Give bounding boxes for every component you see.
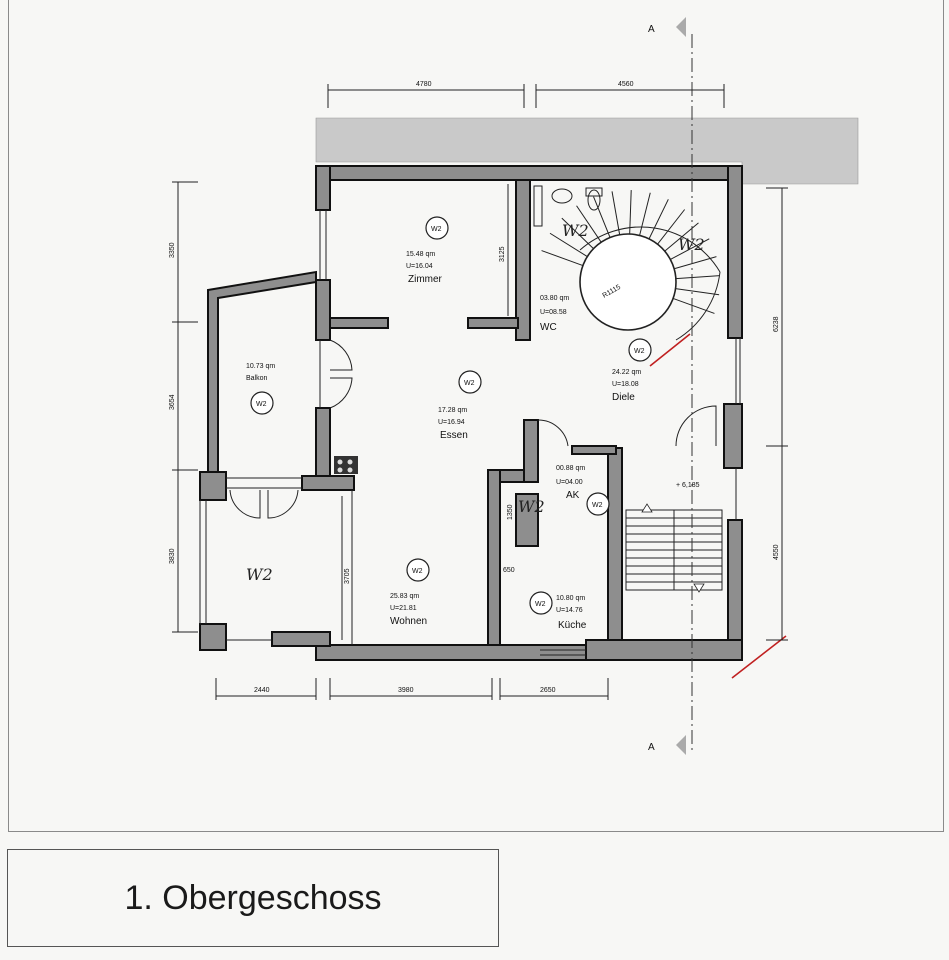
svg-text:U=04.00: U=04.00 (556, 479, 583, 486)
svg-text:W2: W2 (464, 380, 475, 387)
dim-right-2: 4550 (773, 544, 780, 560)
dim-bottom-1: 2440 (254, 687, 270, 694)
section-arrow-top (676, 17, 686, 37)
dim-top-2: 4560 (618, 81, 634, 88)
room-balkon: 10.73 qm Balkon W2 (246, 363, 275, 415)
room-diele: W2 24.22 qm U=18.08 Diele (612, 338, 652, 403)
title-box: 1. Obergeschoss (7, 849, 499, 947)
svg-text:W2: W2 (246, 565, 273, 584)
stair-tread (561, 217, 594, 250)
dimension-lines (172, 84, 788, 700)
stair-tread (674, 256, 717, 270)
stair-arrow-up (641, 503, 653, 513)
level-marker: + 6,185 (676, 482, 700, 489)
svg-text:Essen: Essen (440, 430, 468, 441)
svg-text:U=16.04: U=16.04 (406, 263, 433, 270)
room-essen: W2 17.28 qm U=16.94 Essen (438, 370, 482, 441)
svg-text:W2: W2 (535, 601, 546, 608)
stair-tread (549, 232, 588, 257)
svg-text:W2: W2 (431, 226, 442, 233)
room-zimmer: W2 15.48 qm U=16.04 Zimmer (406, 216, 449, 285)
stove (334, 456, 358, 474)
svg-text:AK: AK (566, 490, 580, 501)
window-lines (199, 210, 741, 656)
svg-text:Diele: Diele (612, 392, 635, 403)
plan-frame (8, 0, 944, 832)
stair-tread (576, 205, 602, 243)
dim-inner-1: 3125 (499, 246, 506, 262)
svg-text:Zimmer: Zimmer (408, 274, 443, 285)
svg-text:15.48 qm: 15.48 qm (406, 251, 435, 258)
stair-tread (675, 288, 720, 296)
svg-text:10.80 qm: 10.80 qm (556, 595, 585, 602)
svg-text:W2: W2 (634, 348, 645, 355)
handwritten-notes: W2 W2 W2 W2 (246, 221, 705, 584)
svg-text:W2: W2 (592, 502, 603, 509)
stair-tread (629, 190, 632, 235)
room-wohnen: W2 25.83 qm U=21.81 Wohnen (390, 558, 430, 627)
svg-text:W2: W2 (518, 497, 545, 516)
stair-arrow-down (693, 583, 705, 593)
stair-tread (670, 238, 710, 260)
dim-right-1: 6238 (773, 316, 780, 332)
dim-inner-4: 650 (503, 567, 515, 574)
red-mark (649, 333, 691, 367)
dim-bottom-2: 3980 (398, 687, 414, 694)
svg-text:U=08.58: U=08.58 (540, 309, 567, 316)
stair-tread (657, 209, 686, 245)
svg-text:W2: W2 (412, 568, 423, 575)
svg-text:03.80 qm: 03.80 qm (540, 295, 569, 302)
svg-text:U=16.94: U=16.94 (438, 419, 465, 426)
room-wc: 03.80 qm U=08.58 WC (540, 295, 569, 333)
stair-tread (664, 222, 699, 252)
red-mark (731, 635, 787, 679)
section-arrow-bottom (676, 735, 686, 755)
room-labels: W2 15.48 qm U=16.04 Zimmer 03.80 qm U=08… (246, 216, 652, 631)
stair-tread (593, 196, 611, 238)
svg-text:00.88 qm: 00.88 qm (556, 465, 585, 472)
doors (229, 339, 717, 519)
stair-tread (675, 275, 720, 280)
svg-text:10.73 qm: 10.73 qm (246, 363, 275, 370)
dim-top-1: 4780 (416, 81, 432, 88)
svg-text:Küche: Küche (558, 620, 587, 631)
svg-text:W2: W2 (678, 235, 705, 254)
section-line: A A (648, 17, 693, 755)
svg-text:17.28 qm: 17.28 qm (438, 407, 467, 414)
stair-tread (611, 191, 621, 235)
dim-inner-3: 1350 (507, 504, 514, 520)
svg-text:Wohnen: Wohnen (390, 616, 427, 627)
stair-tread (639, 192, 651, 236)
dim-bottom-3: 2650 (540, 687, 556, 694)
dim-left-1: 3350 (169, 242, 176, 258)
svg-text:25.83 qm: 25.83 qm (390, 593, 419, 600)
svg-text:W2: W2 (256, 401, 267, 408)
room-kueche: W2 10.80 qm U=14.76 Küche (529, 591, 587, 631)
section-label-bottom: A (648, 742, 655, 753)
section-label-top: A (648, 24, 655, 35)
dim-left-3: 3830 (169, 548, 176, 564)
svg-text:24.22 qm: 24.22 qm (612, 369, 641, 376)
stair-tread (541, 250, 584, 267)
svg-text:U=14.76: U=14.76 (556, 607, 583, 614)
stair-tread (648, 199, 669, 240)
dim-inner-2: 3705 (344, 568, 351, 584)
svg-text:Balkon: Balkon (246, 375, 268, 382)
svg-text:W2: W2 (562, 221, 589, 240)
svg-text:U=18.08: U=18.08 (612, 381, 639, 388)
walls (199, 165, 743, 661)
straight-stair (625, 503, 723, 593)
page-title: 1. Obergeschoss (124, 878, 382, 917)
svg-text:U=21.81: U=21.81 (390, 605, 417, 612)
room-ak: 00.88 qm U=04.00 AK W2 (556, 465, 610, 516)
stair-tread (672, 297, 715, 314)
spiral-stair (541, 190, 721, 341)
svg-text:WC: WC (540, 322, 557, 333)
dim-left-2: 3654 (169, 394, 176, 410)
wc-fixtures (533, 185, 603, 227)
